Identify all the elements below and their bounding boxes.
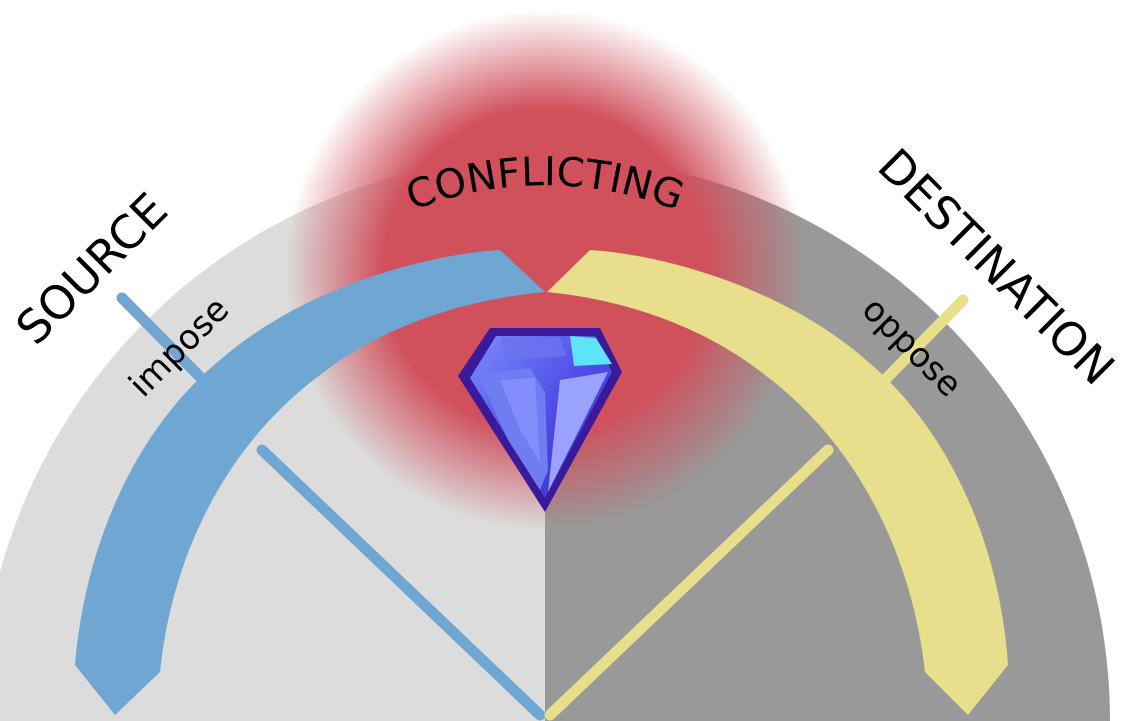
destination-divider-line — [544, 444, 834, 721]
gem-icon — [458, 328, 622, 512]
source-tick — [116, 292, 214, 391]
source-divider-line — [256, 444, 546, 721]
destination-tick — [874, 294, 969, 391]
conflict-glow — [285, 10, 805, 530]
destination-band — [547, 250, 1008, 715]
source-band — [75, 250, 545, 715]
